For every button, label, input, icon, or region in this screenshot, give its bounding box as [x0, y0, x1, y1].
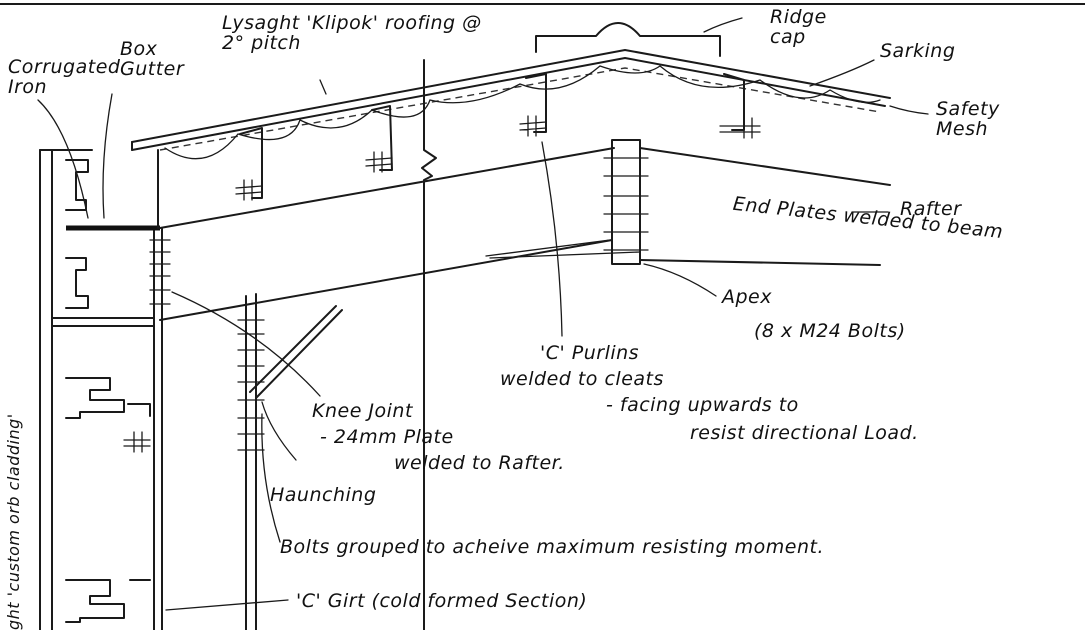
c-girt-upper: [65, 159, 89, 309]
label-apex-bolts: (8 x M24 Bolts): [754, 320, 906, 342]
wall-cladding: [39, 149, 93, 630]
label-c-purlins-2: welded to cleats: [500, 368, 664, 390]
label-roofing: Lysaght 'Klipok' roofing @ 2° pitch: [222, 12, 482, 54]
apex-end-plate: [603, 139, 649, 265]
label-knee-joint-2: - 24mm Plate: [320, 426, 454, 448]
haunch: [237, 293, 343, 630]
box-gutter: [66, 149, 160, 231]
purlins: [235, 73, 761, 201]
label-knee-joint-1: Knee Joint: [312, 400, 413, 422]
rafter: [159, 147, 891, 321]
label-knee-joint-3: welded to Rafter.: [394, 452, 565, 474]
label-haunching: Haunching: [270, 484, 377, 506]
label-corrugated-iron: Corrugated Iron: [8, 56, 121, 98]
label-box-gutter: Box Gutter: [120, 38, 185, 80]
ridge-cap: [535, 22, 721, 57]
label-bolts-grouped: Bolts grouped to acheive maximum resisti…: [280, 536, 824, 558]
label-facing-1: - facing upwards to: [606, 394, 799, 416]
label-sarking: Sarking: [880, 40, 956, 62]
knee-joint-bolts: [149, 239, 171, 305]
leader-lines: [37, 17, 929, 611]
label-cladding: ght 'custom orb cladding': [4, 413, 23, 630]
c-girt-lower: [65, 579, 151, 623]
label-apex: Apex: [722, 286, 772, 308]
label-ridge-cap: Ridge cap: [770, 6, 827, 48]
label-facing-2: resist directional Load.: [690, 422, 919, 444]
girt-bolt-marks: [123, 431, 151, 453]
break-line: [421, 59, 437, 630]
column: [51, 227, 163, 630]
safety-mesh: [164, 65, 881, 160]
c-girt-middle: [65, 377, 151, 419]
label-c-purlins-1: 'C' Purlins: [540, 342, 640, 364]
label-safety-mesh: Safety Mesh: [936, 98, 1000, 140]
label-c-girt: 'C' Girt (cold formed Section): [296, 590, 588, 612]
roof-sheet: [131, 49, 891, 151]
label-rafter: Rafter: [900, 198, 962, 220]
